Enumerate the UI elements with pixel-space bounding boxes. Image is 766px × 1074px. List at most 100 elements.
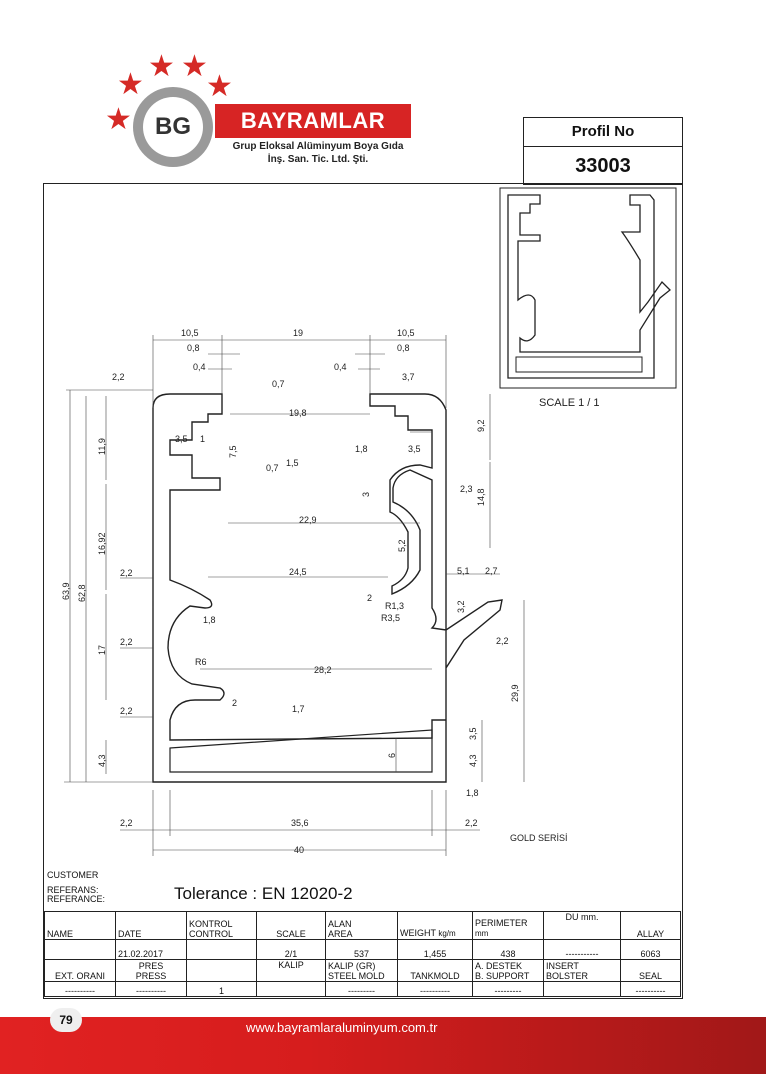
dim-label: 1,8: [203, 615, 216, 625]
preview-scale: SCALE 1 / 1: [539, 397, 600, 409]
dim-label: 2: [232, 698, 238, 708]
dim-label: 5,2: [397, 539, 407, 552]
website-link[interactable]: www.bayramlaraluminyum.com.tr: [246, 1020, 438, 1035]
dim-label: 7,5: [228, 445, 238, 458]
dim-label: 2,2: [120, 706, 133, 716]
dim-label: 16,92: [97, 532, 107, 555]
dim-label: 3: [361, 491, 371, 497]
dim-label: 1: [200, 434, 206, 444]
table-cell: ----------: [115, 981, 187, 997]
dim-label: 2,2: [112, 372, 125, 382]
dim-label: 0,4: [334, 362, 347, 372]
profile-number: 33003: [575, 155, 631, 177]
dim-label: 3,5: [468, 727, 478, 740]
dim-label: 2,3: [460, 484, 473, 494]
preview-profile: [507, 194, 671, 379]
dim-label: 10,5: [181, 328, 199, 338]
dim-label: 2,2: [120, 818, 133, 828]
star-icon: ★: [206, 70, 233, 103]
dim-label: 24,5: [289, 567, 307, 577]
table-cell: KALIP (GR)STEEL MOLD: [325, 959, 398, 982]
subtitle-line-2: İnş. San. Tic. Ltd. Şti.: [267, 154, 369, 165]
table-cell: PERIMETER mm: [472, 911, 544, 940]
dim-label: 2,2: [465, 818, 478, 828]
table-cell: ----------: [620, 981, 681, 997]
dim-label: 3,5: [408, 444, 421, 454]
table-cell: 1,455: [397, 939, 473, 960]
page-number: 79: [50, 1008, 82, 1032]
star-icon: ★: [117, 68, 144, 101]
dim-label: R3,5: [381, 613, 401, 623]
table-cell: DU mm.: [543, 911, 621, 940]
dim-label: 5,1: [457, 566, 470, 576]
table-cell: 438: [472, 939, 544, 960]
brand-name: BAYRAMLAR: [215, 104, 411, 138]
tolerance-text: Tolerance : EN 12020-2: [174, 884, 353, 903]
footer-band: [0, 1017, 766, 1074]
dim-label: 62,8: [77, 584, 87, 602]
dim-label: 2,7: [485, 566, 498, 576]
dim-label: 2,2: [496, 636, 509, 646]
table-cell: ---------: [325, 981, 398, 997]
dim-label: 3,5: [175, 434, 188, 444]
drawing-frame: [43, 183, 683, 999]
star-icon: ★: [148, 50, 175, 83]
profile-number-box: Profil No 33003: [523, 117, 683, 185]
subtitle-line-1: Grup Eloksal Alüminyum Boya Gıda: [232, 141, 404, 152]
table-cell: SCALE: [256, 911, 326, 940]
dim-label: R1,3: [385, 601, 405, 611]
table-row: ---------- ---------- 1 --------- ------…: [44, 981, 681, 997]
main-bottom-chamber: [169, 729, 433, 773]
dim-label: R6: [195, 657, 207, 667]
dim-label: 4,3: [97, 754, 107, 767]
dim-label: 3,2: [456, 600, 466, 613]
table-cell: DATE: [115, 911, 187, 940]
dim-label: 35,6: [291, 818, 309, 828]
table-cell: WEIGHT kg/m: [397, 911, 473, 940]
dim-label: 1,8: [355, 444, 368, 454]
table-cell: ALLAY: [620, 911, 681, 940]
table-cell: ----------: [44, 981, 116, 997]
table-cell: 537: [325, 939, 398, 960]
dim-label: 2,2: [120, 568, 133, 578]
table-row: 21.02.2017 2/1 537 1,455 438 -----------…: [44, 939, 681, 960]
customer-label: CUSTOMER: [47, 870, 99, 880]
dim-label: 0,7: [272, 379, 285, 389]
dim-label: 3,7: [402, 372, 415, 382]
table-cell: 6063: [620, 939, 681, 960]
dim-label: 2,2: [120, 637, 133, 647]
main-profile-outline: [152, 393, 503, 783]
dim-label: 29,9: [510, 684, 520, 702]
series-label: GOLD SERİSİ: [510, 833, 568, 843]
dim-label: 14,8: [476, 488, 486, 506]
dim-label: 0,4: [193, 362, 206, 372]
table-cell: 1: [186, 981, 257, 997]
dim-label: 10,5: [397, 328, 415, 338]
table-cell: 21.02.2017: [115, 939, 187, 960]
preview-bottom-chamber: [515, 356, 643, 373]
dim-label: 19: [293, 328, 304, 338]
dim-label: 17: [97, 644, 107, 655]
star-icon: ★: [105, 103, 132, 136]
star-icon: ★: [181, 50, 208, 83]
table-cell: KALIP: [256, 959, 326, 982]
referance-label: REFERANCE:: [47, 894, 106, 904]
table-cell: TANKMOLD: [397, 959, 473, 982]
table-cell: [543, 981, 621, 997]
table-cell: -----------: [543, 939, 621, 960]
table-cell: [44, 939, 116, 960]
table-cell: [256, 981, 326, 997]
preview-frame: [499, 187, 677, 389]
dim-label: 1,7: [292, 704, 305, 714]
company-logo: BG: [133, 87, 213, 167]
dim-label: 0,7: [266, 463, 279, 473]
table-cell: NAME: [44, 911, 116, 940]
table-cell: ----------: [397, 981, 473, 997]
